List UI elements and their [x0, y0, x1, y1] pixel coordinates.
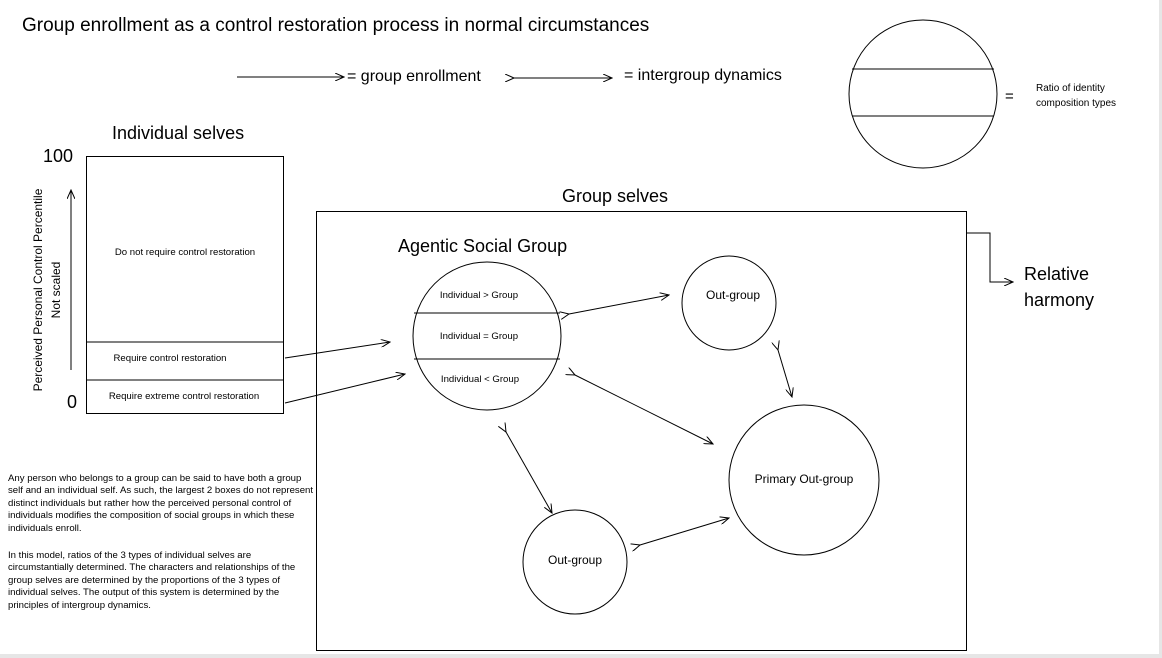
group-selves-box: [316, 211, 967, 651]
agentic-group-heading: Agentic Social Group: [398, 236, 568, 256]
enrollment-arrow-extreme: [284, 374, 405, 404]
individual-selves-box: [86, 156, 284, 414]
window-edge-right: [1159, 0, 1162, 658]
dynamics-arrow-agentic-outgroup-top: [569, 295, 669, 314]
outgroup-bottom-label: Out-group: [547, 553, 603, 567]
group-selves-heading: Group selves: [562, 186, 669, 206]
outgroup-top-circle: [681, 255, 777, 351]
agentic-row-individual-over-group: Individual > Group: [439, 290, 519, 301]
legend-enrollment-label: = group enrollment: [347, 68, 481, 85]
agentic-row-individual-under-group: Individual < Group: [440, 374, 520, 385]
axis-min-label: 0: [67, 392, 78, 412]
legend-ratio-label-line2: composition types: [1036, 98, 1117, 109]
dynamics-arrow-outgroup-top-primary: [778, 350, 792, 397]
primary-outgroup-circle: [728, 404, 880, 556]
legend-ratio-label-line1: Ratio of identity: [1036, 83, 1105, 94]
box-no-restoration-label: Do not require control restoration: [114, 247, 256, 258]
enrollment-arrow-restoration: [284, 342, 390, 359]
box-restoration-label: Require control restoration: [113, 353, 227, 364]
note-paragraph-2: In this model, ratios of the 3 types of …: [8, 550, 296, 611]
primary-outgroup-label: Primary Out-group: [754, 472, 854, 486]
dynamics-arrow-outgroup-bottom-primary: [640, 518, 729, 545]
output-label-line2: harmony: [1024, 290, 1095, 310]
axis-max-label: 100: [43, 146, 74, 166]
note-paragraph-1: Any person who belongs to a group can be…: [8, 473, 314, 534]
output-arrow: [967, 232, 1013, 282]
individual-selves-heading: Individual selves: [112, 123, 245, 143]
box-extreme-restoration-label: Require extreme control restoration: [108, 391, 260, 402]
page-title: Group enrollment as a control restoratio…: [22, 15, 650, 36]
window-edge-bottom: [0, 654, 1162, 658]
legend-ratio-circle: [848, 19, 998, 169]
agentic-group-circle: [412, 261, 562, 411]
legend-dynamics-label: = intergroup dynamics: [624, 67, 782, 84]
outgroup-bottom-circle: [522, 509, 628, 615]
dynamics-arrow-agentic-primary: [575, 375, 713, 444]
outgroup-top-label: Out-group: [705, 288, 761, 302]
legend-equals-sign: =: [1005, 88, 1014, 105]
agentic-row-individual-equal-group: Individual = Group: [439, 331, 519, 342]
output-label-line1: Relative: [1024, 264, 1090, 284]
dynamics-arrow-agentic-outgroup-bottom: [506, 432, 552, 513]
